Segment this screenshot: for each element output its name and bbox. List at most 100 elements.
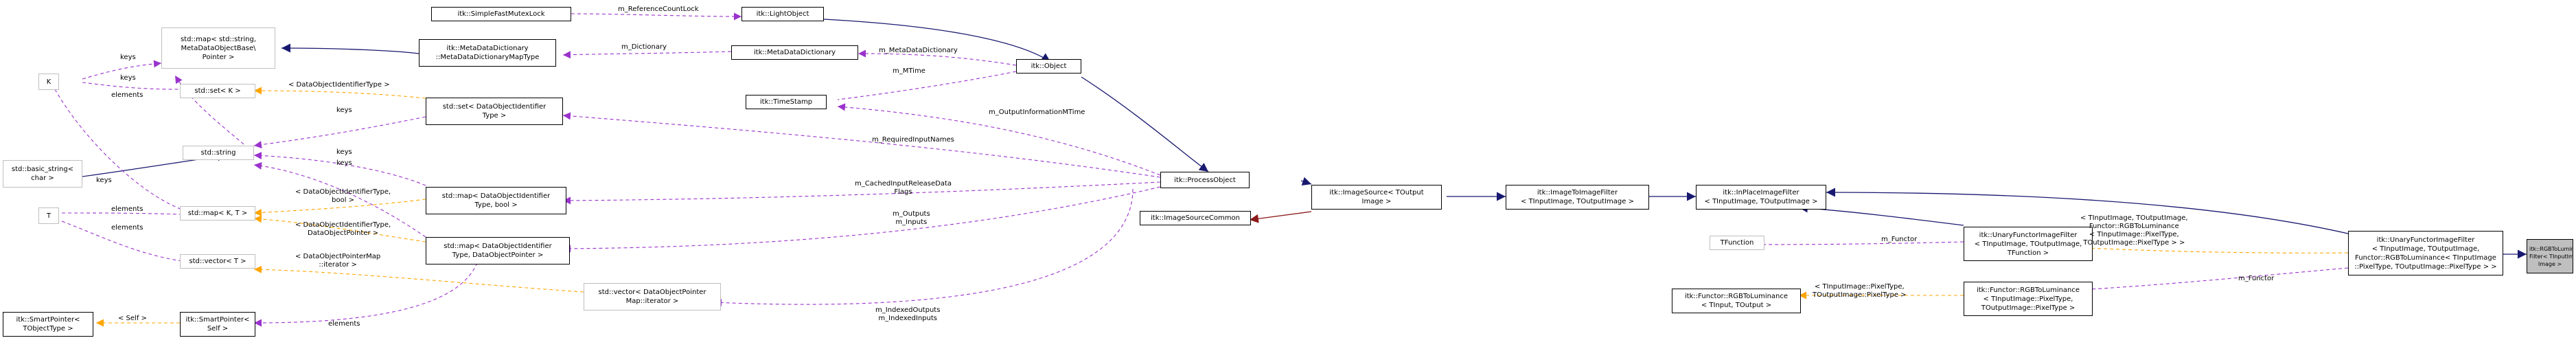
node-setk[interactable]: std::set< K > (180, 84, 255, 98)
node-vectort[interactable]: std::vector< T > (180, 254, 255, 269)
node-imagetoimagefilter[interactable]: itk::ImageToImageFilter< TInputImage, TO… (1506, 185, 1649, 210)
node-smartpointertemplate[interactable]: itk::SmartPointer<TObjectType > (3, 312, 93, 337)
edge-maptype-metadatadictionary (562, 51, 732, 59)
edge-label-keys4: keys (336, 148, 352, 156)
node-imagesourcecommon[interactable]: itk::ImageSourceCommon (1140, 211, 1251, 225)
node-label: < TInput, TOutput > (1701, 302, 1772, 309)
node-label: std::vector< DataObjectPointer (598, 289, 706, 296)
node-rgbtolum[interactable]: itk::Functor::RGBToLuminance< TInputImag… (1964, 282, 2093, 316)
node-label: itk::LightObject (756, 10, 809, 18)
node-label: itk::TimeStamp (759, 98, 813, 106)
edge-lightobject-object (823, 19, 1051, 63)
node-unaryfunctorimagefilter[interactable]: itk::UnaryFunctorImageFilter< TInputImag… (1964, 227, 2093, 261)
node-label: T (46, 212, 51, 220)
edge-label-outputinfomtime: m_OutputInformationMTime (989, 109, 1085, 116)
edge-label-dataobjectidpointer: < DataObjectIdentifierType, DataObjectPo… (295, 221, 391, 237)
node-label: < TInputImage::PixelType, (1983, 295, 2073, 303)
edge-label-elements3: elements (111, 224, 143, 232)
node-smartpointerself[interactable]: itk::SmartPointer<Self > (180, 312, 255, 337)
node-label: MetaDataObjectBase\ (181, 44, 256, 52)
node-object[interactable]: itk::Object (1016, 59, 1081, 74)
node-label: itk::SmartPointer< (16, 316, 80, 324)
node-mapkt[interactable]: std::map< K, T > (180, 206, 255, 221)
node-label: Type > (482, 112, 507, 120)
edge-k-setk (82, 82, 179, 90)
node-label: std::set< K > (194, 87, 241, 95)
edge-stdstring-setdataobjectid (253, 116, 426, 148)
edge-t-mapkt (61, 212, 183, 215)
node-label: Self > (207, 325, 229, 333)
node-label: Pointer > (202, 53, 235, 61)
node-stdstring[interactable]: std::string (183, 146, 254, 160)
edge-label-dataobjectidbool: < DataObjectIdentifierType, bool > (295, 188, 391, 204)
edge-label-keys5: keys (96, 177, 112, 184)
node-basicstring[interactable]: std::basic_string<char > (3, 160, 82, 188)
edge-metadataobjectmap-maptype (281, 43, 419, 54)
node-rgbtolumtemplate[interactable]: itk::Functor::RGBToLuminance< TInput, TO… (1672, 289, 1801, 313)
node-inplaceimagefilter[interactable]: itk::InPlaceImageFilter< TInputImage, TO… (1696, 185, 1826, 210)
node-label: std::map< K, T > (187, 210, 248, 217)
node-lightobject[interactable]: itk::LightObject (741, 7, 824, 21)
edge-label-requiredinputnames: m_RequiredInputNames (872, 136, 954, 144)
edge-label-functor1: m_Functor (1881, 236, 1918, 243)
edge-label-indexedoutputs: m_IndexedOutputs m_IndexedInputs (875, 306, 941, 322)
node-processobject[interactable]: itk::ProcessObject (1160, 172, 1250, 188)
node-label: char > (31, 174, 54, 182)
node-label: itk::UnaryFunctorImageFilter (1979, 231, 2078, 239)
node-label: std::basic_string< (11, 166, 74, 173)
node-tfunction[interactable]: TFunction (1710, 236, 1764, 250)
edge-stdstring-mapdataobjectbool (253, 151, 426, 186)
edge-tfunction-unaryfunctor (1747, 240, 1964, 249)
node-label: itk::SmartPointer< (185, 316, 250, 324)
node-label: std::set< DataObjectIdentifier (442, 103, 547, 111)
node-label: ::PixelType, TOutputImage::PixelType > > (2354, 262, 2497, 271)
node-metadatadictionarymaptype[interactable]: itk::MetaDataDictionary::MetaDataDiction… (419, 39, 556, 67)
edge-label-functor2: m_Functor (2238, 275, 2275, 282)
node-metadatadictionary[interactable]: itk::MetaDataDictionary (731, 45, 858, 60)
node-label: std::string (200, 149, 236, 157)
edge-setk-setdataobjectid (253, 87, 426, 99)
edge-k-mapkt (54, 89, 183, 210)
edge-label-outputs: m_Outputs m_Inputs (893, 210, 930, 226)
node-label: itk::UnaryFunctorImageFilter (2376, 236, 2475, 244)
node-simplefastmutexlock[interactable]: itk::SimpleFastMutexLock (431, 7, 571, 21)
edge-label-templateargs1: < TInputImage, TOutputImage, Functor::RG… (2080, 214, 2188, 247)
node-label: itk::ImageToImageFilter (1537, 189, 1618, 196)
node-label: TObjectType > (23, 325, 73, 333)
node-label: itk::Functor::RGBToLuminance (1976, 286, 2080, 294)
node-label: Map::iterator > (625, 297, 679, 305)
edge-mutex-lightobject (571, 12, 742, 21)
node-metadataobjectmap[interactable]: std::map< std::string,MetaDataObjectBase… (161, 27, 275, 69)
edge-k-metadataobjectmap (82, 60, 162, 80)
node-label: TFunction > (2007, 249, 2049, 257)
edge-label-elements2: elements (111, 205, 143, 213)
edge-label-metadatadictionary: m_MetaDataDictionary (879, 47, 958, 54)
edge-imagesourcecommon-imagesource (1249, 211, 1312, 223)
node-timestamp[interactable]: itk::TimeStamp (746, 95, 827, 109)
edge-label-cachedinputrelease: m_CachedInputReleaseData Flags (855, 180, 952, 196)
node-rgbtolumfilter[interactable]: itk::RGBToLuminanceImageFilter< TInputIm… (2527, 239, 2573, 273)
node-label: TOutputImage::PixelType > (1981, 304, 2075, 312)
node-t[interactable]: T (38, 207, 59, 224)
edge-timestamp-object (837, 71, 1017, 100)
edge-processobject-imagesource (1300, 177, 1312, 186)
node-unaryrgbtolum[interactable]: itk::UnaryFunctorImageFilter< TInputImag… (2348, 231, 2503, 275)
node-label: itk::ImageSource< TOutput (1329, 189, 1424, 196)
node-label: std::vector< T > (189, 258, 246, 265)
node-label: < TInputImage, TOutputImage > (1521, 198, 1634, 205)
node-label: Functor::RGBToLuminance< TInputImage (2355, 254, 2496, 262)
node-label: itk::MetaDataDictionary (753, 49, 836, 56)
edge-object-processobject (1081, 76, 1209, 172)
edge-label-elements1: elements (111, 91, 143, 99)
node-label: itk::Object (1031, 63, 1067, 70)
edge-label-keys3: keys (336, 106, 352, 114)
node-k[interactable]: K (38, 74, 59, 90)
edge-unaryrgb-inplace (1826, 188, 2349, 234)
node-label: TFunction (1720, 239, 1754, 247)
edge-vectort-vectordataobjectpointer (253, 265, 584, 293)
